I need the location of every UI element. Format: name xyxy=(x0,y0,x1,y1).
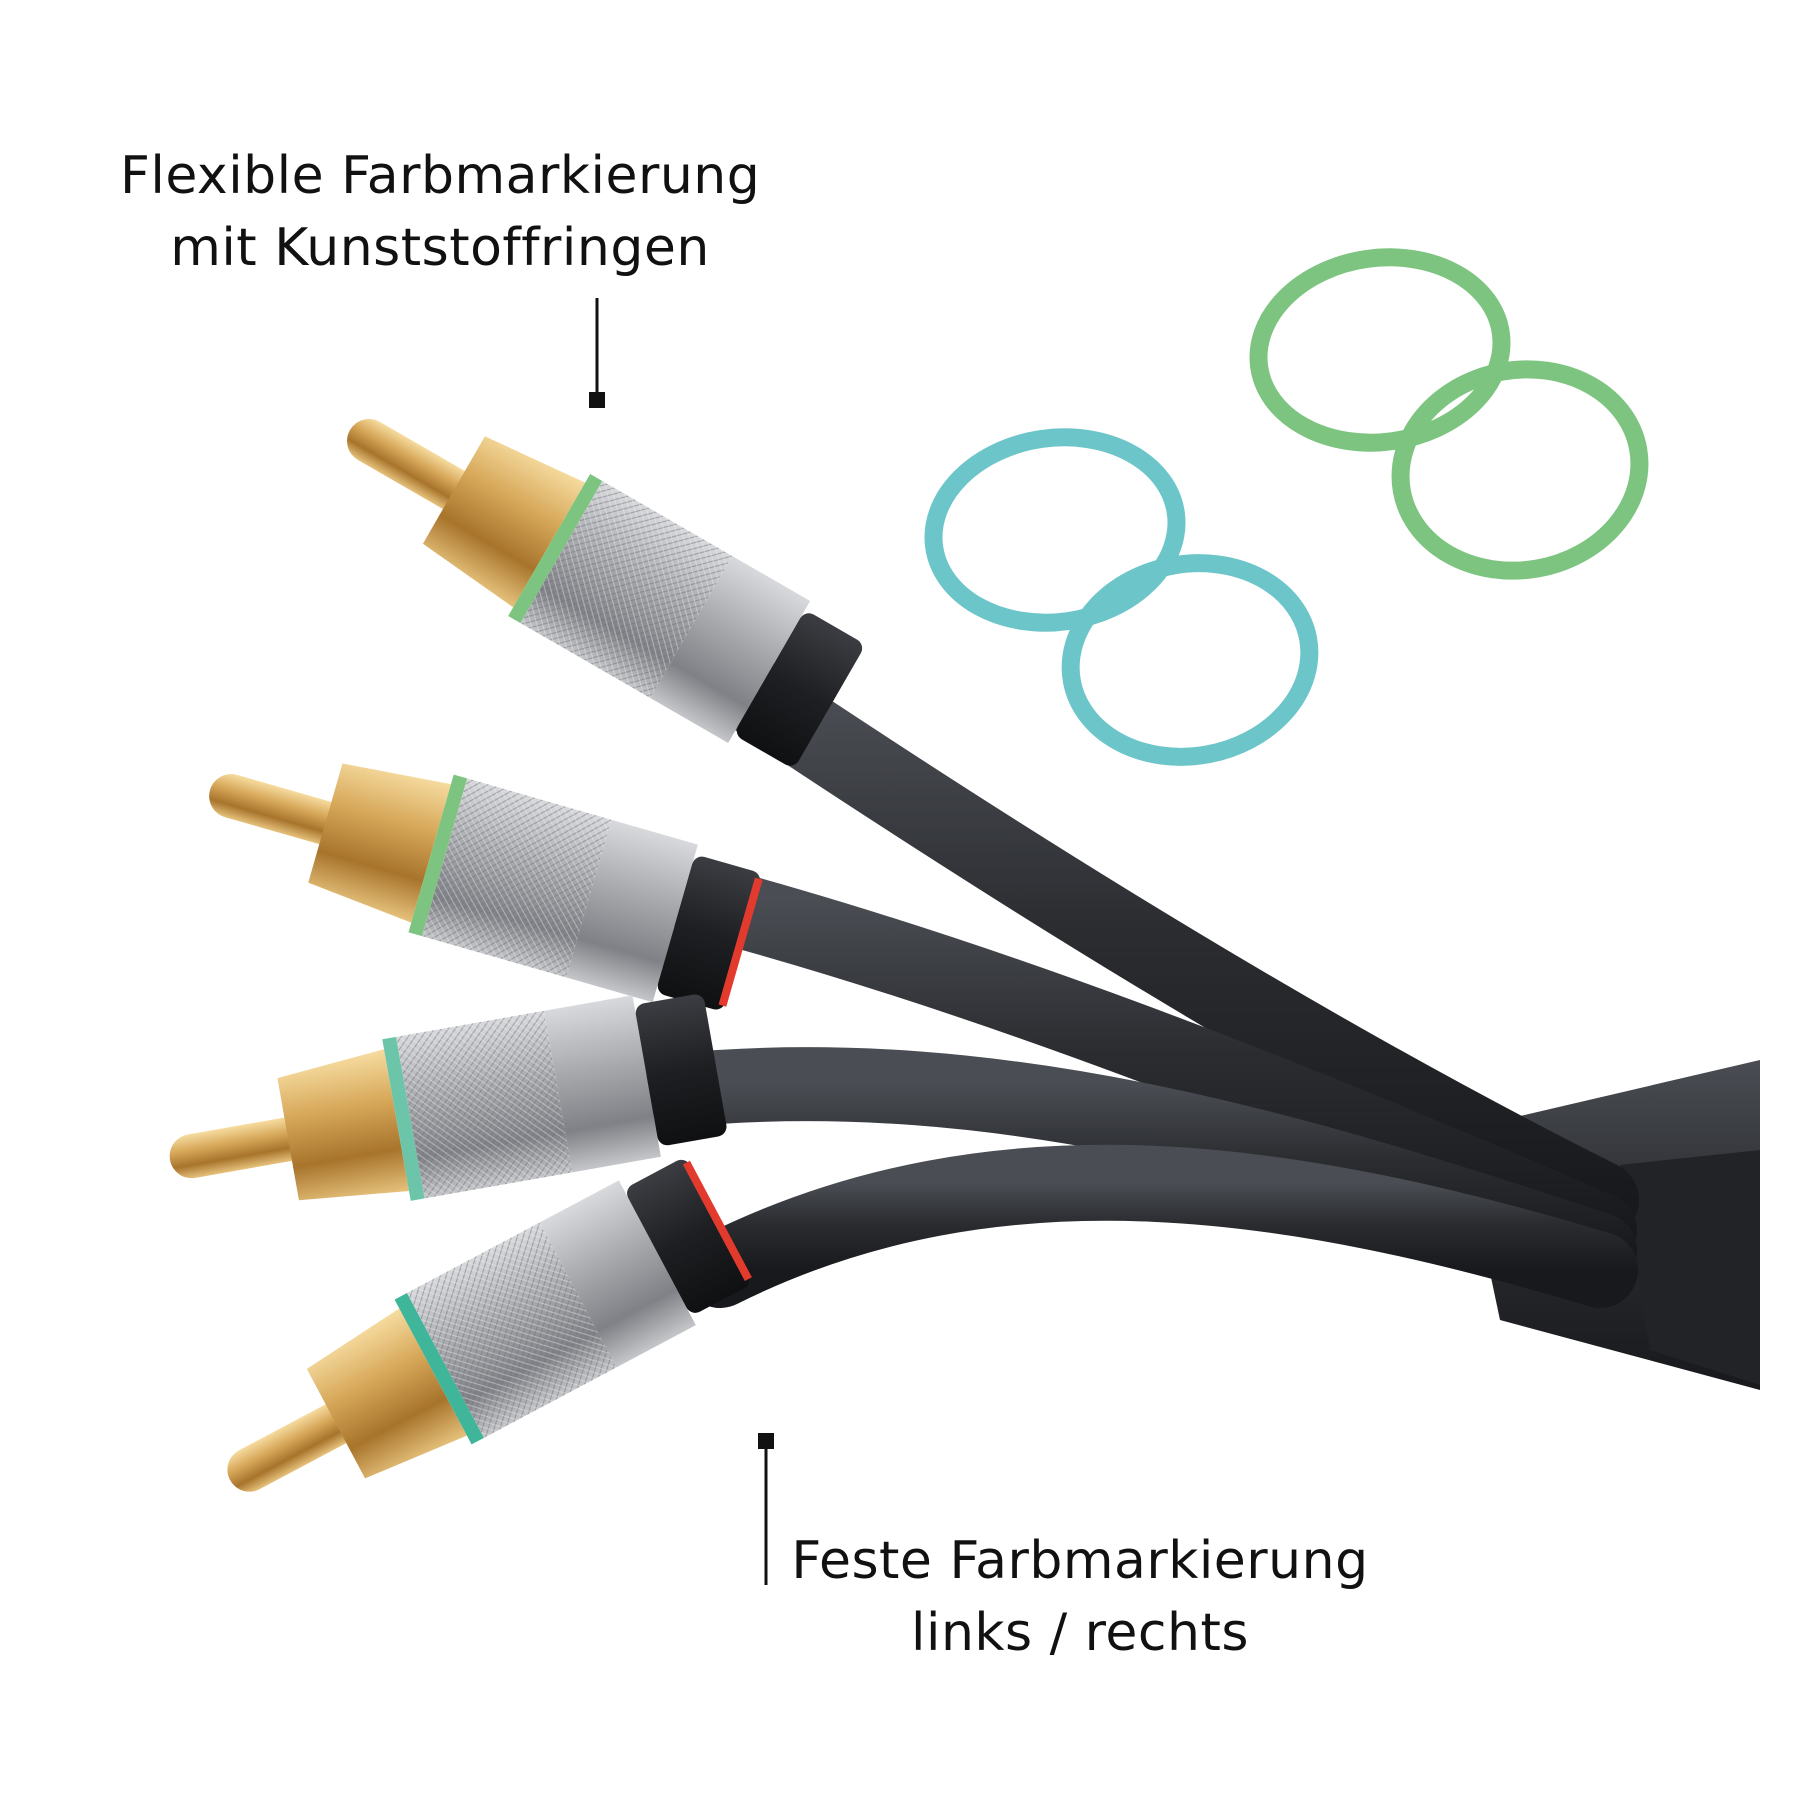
callout-flexible-color-marking: Flexible Farbmarkierung mit Kunststoffri… xyxy=(120,140,760,284)
red-marker xyxy=(718,877,763,1007)
green-marker-ring xyxy=(394,1293,484,1445)
rca-plug-2 xyxy=(209,763,763,1010)
loose-rings xyxy=(924,248,1649,766)
green-marker-ring xyxy=(408,774,468,937)
rca-plug-4 xyxy=(227,1159,752,1492)
cables xyxy=(643,661,1639,1308)
cyan-ring-1 xyxy=(924,428,1186,632)
red-marker xyxy=(682,1160,752,1282)
callout-fixed-color-marking: Feste Farbmarkierung links / rechts xyxy=(760,1525,1400,1669)
green-marker-ring xyxy=(382,1036,425,1201)
green-marker-ring xyxy=(508,473,603,624)
leader-line-top xyxy=(589,298,605,408)
rca-plug-3 xyxy=(169,994,727,1201)
green-ring-1 xyxy=(1249,248,1511,452)
callout-flexible-line-1: Flexible Farbmarkierung xyxy=(120,146,761,206)
callout-flexible-line-2: mit Kunststoffringen xyxy=(170,218,710,278)
callout-fixed-line-2: links / rechts xyxy=(911,1603,1249,1663)
rca-plug-1 xyxy=(347,419,863,766)
cyan-ring-2 xyxy=(1061,554,1319,766)
green-ring-2 xyxy=(1391,360,1649,580)
leader-line-bottom xyxy=(758,1433,774,1585)
callout-fixed-line-1: Feste Farbmarkierung xyxy=(791,1531,1369,1591)
